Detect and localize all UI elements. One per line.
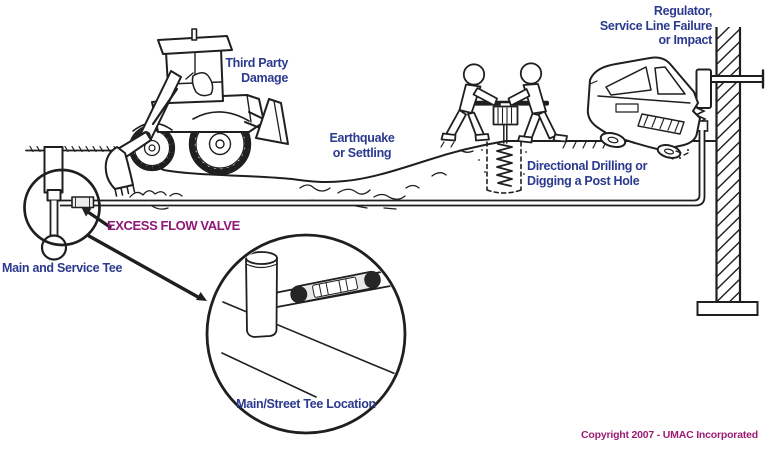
label-directional-drilling: Directional Drilling or Digging a Post H… xyxy=(527,159,648,188)
label-third-party-damage: Third Party Damage xyxy=(225,56,288,85)
masonry-wall-illustration xyxy=(696,27,759,316)
inset-circle-border xyxy=(205,233,407,435)
regulator-assembly-illustration xyxy=(694,68,765,132)
tee-drop-ball xyxy=(40,234,68,261)
tee-location-inset-illustration xyxy=(205,233,407,435)
auger-hole xyxy=(486,141,522,194)
post-hole-auger-diggers-illustration xyxy=(440,62,568,194)
inset-arrow xyxy=(87,234,200,299)
riser-and-tee-illustration xyxy=(40,146,95,261)
regulator-outlet-pipe xyxy=(710,75,764,83)
operator-seat xyxy=(191,72,214,97)
tee-fitting xyxy=(46,189,62,202)
backhoe-excavator-illustration xyxy=(104,28,289,197)
label-earthquake-settling: Earthquake or Settling xyxy=(329,131,395,160)
wall-base xyxy=(696,301,759,316)
efv-arrow xyxy=(86,210,112,229)
magnifier-circle xyxy=(23,168,101,247)
digger-right xyxy=(507,62,568,144)
exhaust-stack xyxy=(191,28,198,41)
pointer-arrows xyxy=(81,206,207,301)
label-regulator-failure: Regulator, Service Line Failure or Impac… xyxy=(599,4,712,47)
digging-bucket xyxy=(104,146,134,190)
digger-left xyxy=(440,63,498,142)
label-main-and-service-tee: Main and Service Tee xyxy=(2,261,123,275)
label-copyright: Copyright 2007 - UMAC Incorporated xyxy=(581,429,758,441)
excess-flow-valve-cartridge xyxy=(290,270,381,304)
inset-riser-cylinder xyxy=(245,257,278,338)
cab-roof xyxy=(157,35,233,55)
gas-service-line-illustration xyxy=(60,130,706,207)
label-main-street-tee-location: Main/Street Tee Location xyxy=(236,397,376,411)
label-excess-flow-valve: EXCESS FLOW VALVE xyxy=(107,218,240,233)
auger-coil xyxy=(496,143,513,187)
auger-motor xyxy=(492,105,519,126)
regulator-box xyxy=(695,68,712,109)
crashed-car-illustration xyxy=(586,56,701,160)
